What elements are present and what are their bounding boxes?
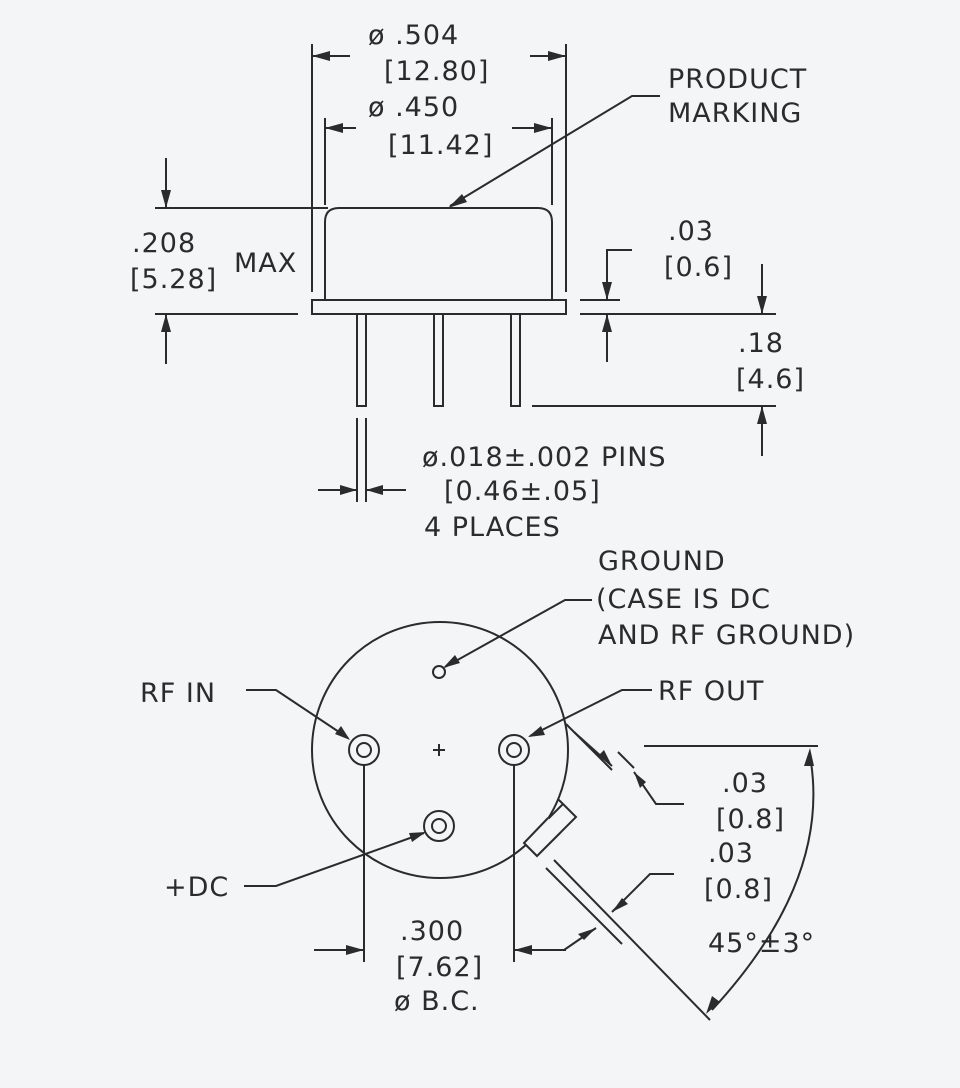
leader-line [529, 689, 652, 737]
arrowhead [706, 996, 720, 1014]
height-max-label: MAX [234, 248, 297, 279]
arrowhead [634, 772, 646, 788]
side-view: ø .504 [12.80] ø .450 [11.42] PRODUCT MA… [130, 20, 807, 543]
bolt-circle-metric: [7.62] [396, 952, 483, 983]
arrowhead [528, 726, 545, 737]
angle-arc [711, 755, 815, 1011]
inner-diameter-metric: [11.42] [388, 130, 493, 161]
angle-label: 45°±3° [708, 928, 815, 959]
product-marking-label: PRODUCT [668, 64, 807, 95]
pin-diameter-metric: [0.46±.05] [444, 476, 601, 507]
height-label: .208 [132, 228, 196, 259]
arrowhead [534, 123, 552, 133]
ground-label: GROUND [598, 546, 726, 577]
bolt-circle-label: .300 [400, 916, 464, 947]
arrowhead [340, 485, 357, 495]
package-flange [311, 299, 567, 315]
arrowhead [757, 406, 767, 424]
rf-in-label: RF IN [140, 678, 216, 709]
arrowhead [346, 945, 364, 955]
outer-diameter-metric: [12.80] [384, 56, 489, 87]
extension-line [617, 751, 635, 769]
dimension-line [606, 249, 632, 300]
arrowhead [602, 282, 612, 300]
pin [433, 313, 444, 407]
arrowhead [161, 190, 171, 208]
dc-pin-inner [431, 818, 447, 834]
dc-label: +DC [164, 872, 229, 903]
rf-out-pin-inner [506, 742, 522, 758]
pin [356, 313, 367, 407]
arrowhead [578, 928, 596, 940]
extension-line [545, 867, 623, 945]
arrowhead [335, 726, 350, 740]
arrowhead [161, 314, 171, 332]
pin-length-label: .18 [738, 328, 784, 359]
arrowhead [757, 296, 767, 314]
arrowhead [598, 750, 612, 766]
arrowhead [804, 748, 814, 766]
rf-in-pin-inner [356, 742, 372, 758]
orientation-tab [522, 817, 562, 858]
arrowhead [366, 485, 383, 495]
flange-thickness-label: .03 [668, 216, 714, 247]
ground-note: (CASE IS DC [596, 584, 771, 615]
arrowhead [612, 898, 628, 912]
tab-width-label: .03 [722, 768, 768, 799]
ground-pin [432, 665, 446, 679]
leader-line [244, 832, 425, 887]
extension-line [565, 723, 613, 771]
ground-note: AND RF GROUND) [598, 620, 855, 651]
bottom-view: GROUND (CASE IS DC AND RF GROUND) RF IN … [140, 546, 855, 1021]
arrowhead [448, 194, 467, 208]
arrowhead [443, 655, 460, 668]
flange-thickness-metric: [0.6] [664, 252, 733, 283]
leader-line [444, 599, 592, 668]
dc-pin-outer [423, 810, 455, 842]
leader-line [449, 95, 660, 207]
rf-out-label: RF OUT [658, 676, 764, 707]
bolt-circle-note: ø B.C. [394, 986, 480, 1017]
arrowhead [325, 123, 343, 133]
dimension-line [633, 771, 684, 805]
arrowhead [312, 51, 330, 61]
arrowhead [602, 314, 612, 332]
height-metric: [5.28] [130, 264, 217, 295]
inner-diameter-label: ø .450 [368, 92, 459, 123]
tab-depth-metric: [0.8] [704, 874, 773, 905]
arrowhead [409, 832, 426, 842]
pin [510, 313, 521, 407]
arrowhead [548, 51, 566, 61]
pin-diameter-label: ø.018±.002 PINS [422, 442, 667, 473]
outer-diameter-label: ø .504 [368, 20, 459, 51]
dimension-line [611, 873, 674, 913]
extension-line [553, 859, 711, 1021]
product-marking-label: MARKING [668, 98, 802, 129]
leader-line [246, 689, 349, 739]
pin-count-label: 4 PLACES [424, 512, 561, 543]
pin-length-metric: [4.6] [736, 364, 805, 395]
arrowhead [514, 945, 532, 955]
tab-width-metric: [0.8] [716, 804, 785, 835]
tab-depth-label: .03 [708, 838, 754, 869]
package-body [324, 207, 553, 300]
